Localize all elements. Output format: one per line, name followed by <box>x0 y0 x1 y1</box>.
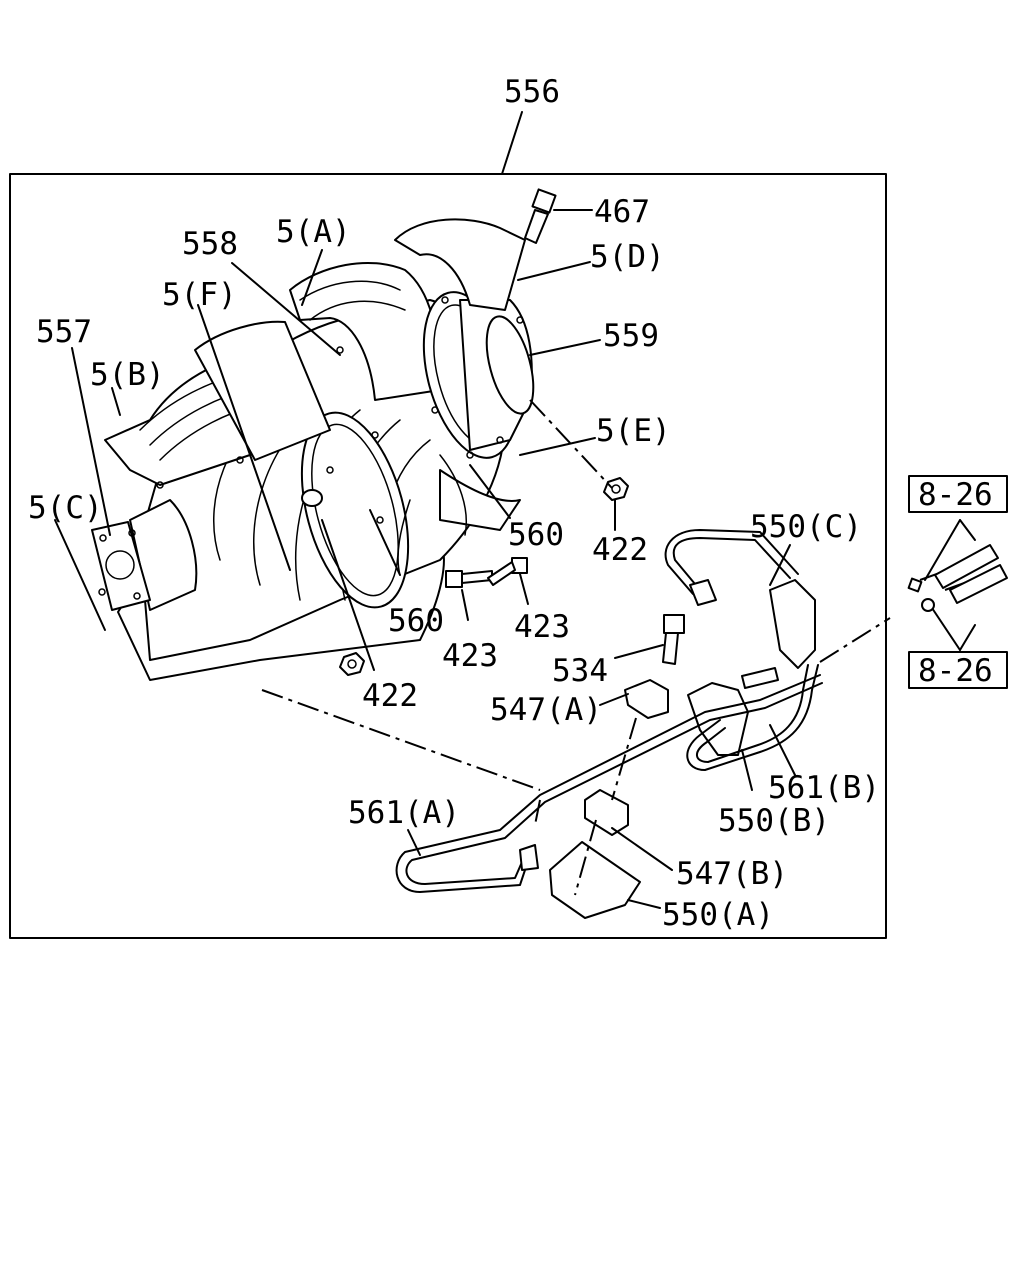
bracket-550a <box>549 841 641 919</box>
converter-assembly <box>91 218 535 681</box>
label-547b: 547(B) <box>676 856 788 892</box>
label-5f: 5(F) <box>162 277 237 313</box>
ref-label-8-26-bottom: 8-26 <box>918 653 993 689</box>
bolt-467 <box>524 188 557 244</box>
bolt-423-left <box>445 570 493 588</box>
ref-label-8-26-top: 8-26 <box>918 477 993 513</box>
assembly-frame <box>9 173 887 939</box>
label-422-left: 422 <box>362 678 418 714</box>
ref-box-bottom <box>908 651 1008 689</box>
tube-550c <box>672 537 791 591</box>
nut-422-right <box>603 477 629 501</box>
label-422-right: 422 <box>592 532 648 568</box>
label-561a: 561(A) <box>348 795 460 831</box>
clamp-547b <box>584 789 629 836</box>
bolt-423-right <box>487 557 528 586</box>
tube-561b <box>686 664 819 771</box>
label-547a: 547(A) <box>490 692 602 728</box>
label-5e: 5(E) <box>596 413 671 449</box>
label-5d: 5(D) <box>590 239 665 275</box>
label-559: 559 <box>603 318 659 354</box>
label-423-left: 423 <box>442 638 498 674</box>
label-561b: 561(B) <box>768 770 880 806</box>
ref-box-top <box>908 475 1008 513</box>
label-550c: 550(C) <box>750 509 862 545</box>
label-550a: 550(A) <box>662 897 774 933</box>
label-5c: 5(C) <box>28 490 103 526</box>
nut-422-left <box>339 652 365 676</box>
label-534: 534 <box>552 653 608 689</box>
ref-part-8-26-hoses <box>907 544 1008 612</box>
bracket-550c <box>769 579 816 669</box>
label-550b: 550(B) <box>718 803 830 839</box>
label-423-right: 423 <box>514 609 570 645</box>
label-556: 556 <box>504 74 560 110</box>
assembly-leader <box>501 111 523 175</box>
leader-lines <box>54 209 976 909</box>
label-560-right: 560 <box>508 517 564 553</box>
tube-561a <box>395 674 821 893</box>
clamp-547a <box>624 679 669 719</box>
label-5b: 5(B) <box>90 357 165 393</box>
label-560-left: 560 <box>388 603 444 639</box>
label-558: 558 <box>182 226 238 262</box>
label-467: 467 <box>594 194 650 230</box>
label-5a: 5(A) <box>276 214 351 250</box>
label-557: 557 <box>36 314 92 350</box>
bolt-534 <box>662 614 685 665</box>
